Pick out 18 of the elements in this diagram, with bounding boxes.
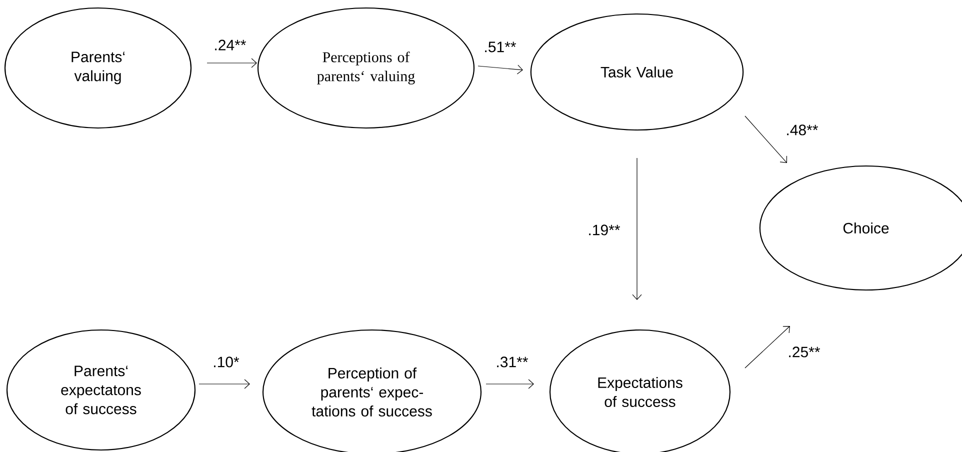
edge-label: .31**	[497, 356, 528, 368]
arrow	[744, 116, 788, 163]
arrow	[206, 58, 257, 68]
arrow	[478, 64, 523, 74]
edge-label: .24**	[215, 40, 246, 50]
ellipse-node: Parents‘ expectatons of success	[6, 329, 196, 451]
edge-label: .25**	[789, 346, 820, 358]
ellipse-node: Task Value	[530, 13, 744, 131]
ellipse-node: Perceptions of parents‘ valuing	[257, 7, 475, 129]
ellipse-node: Parents‘ valuing	[4, 7, 192, 129]
edge-label: .19**	[589, 224, 620, 236]
arrow	[744, 326, 790, 368]
arrow	[198, 379, 250, 389]
arrow	[632, 158, 642, 300]
edge-label: .51**	[485, 42, 516, 52]
arrow	[486, 379, 534, 389]
edge-label: .48**	[787, 124, 818, 136]
edge-label: .10*	[214, 356, 240, 368]
